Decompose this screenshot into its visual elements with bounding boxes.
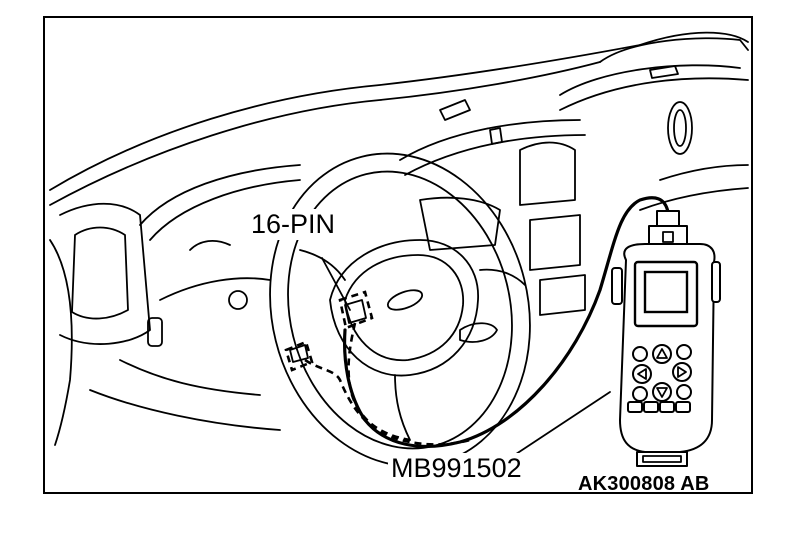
scan-tool [611,210,721,467]
connector-16pin [284,257,374,372]
figure-reference: AK300808 AB [578,473,710,495]
connector-label: 16-PIN [248,209,339,240]
tool-cable [304,196,670,448]
tool-leader-line [509,391,611,459]
dashboard [49,31,749,446]
tool-label: MB991502 [388,453,525,484]
